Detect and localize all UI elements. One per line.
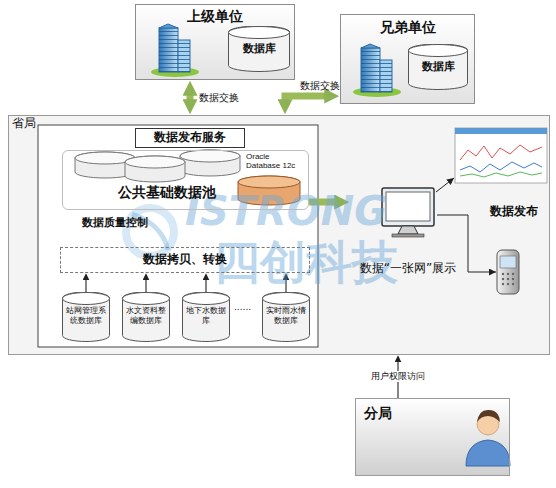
database-cylinder: 水文资料整编数据库 [122,292,170,342]
database-cylinder: 数据库 [408,44,468,90]
database-cylinder: 地下水数据库 [182,292,230,342]
unit-box: 上级单位数据库 [135,4,295,80]
node-label: 上级单位 [187,8,243,24]
node-label: 数据拷贝、转换 [143,253,227,267]
service-box: 数据发布服务 [135,128,245,148]
node-label: 数据发布服务 [154,131,226,145]
edge-label: 用户权限访问 [369,371,427,381]
ellipsis: ...... [234,302,251,312]
edge-label: 数据交换 [199,92,239,104]
flow-arrow [145,280,146,292]
flow-arrow [285,280,286,292]
quality-label: 数据质量控制 [75,214,155,232]
exchange-arrow [309,199,335,206]
unit-box: 兄弟单位数据库 [340,14,475,104]
node-label: 数据库 [422,61,455,74]
node-label: 数据“一张网”展示 [360,262,456,276]
node-label: 数据库 [243,43,276,56]
node-label: 省局 [12,117,36,131]
publish-label: 数据发布 [490,205,538,219]
database-cylinder: 实时雨水情数据库 [262,292,310,342]
node-label: 水文资料整编数据库 [125,306,167,325]
node-label: Oracle Database 12c [246,152,306,170]
data-pool: 公共基础数据池 Oracle Database 12c [62,150,309,210]
copy-convert-box: 数据拷贝、转换 [60,247,310,273]
database-cylinder: 站网管理系统数据库 [62,292,110,342]
edge-label: 数据交换 [300,80,340,92]
node-label: 公共基础数据池 [118,184,216,200]
bureau-region: 省局数据发布服务公共基础数据池 Oracle Database 12c 数据质量控制… [8,115,550,355]
node-label: 数据质量控制 [82,217,148,230]
flow-arrow [205,280,206,292]
flow-arrow [85,280,86,292]
node-label: 分局 [364,405,392,421]
database-cylinder: 数据库 [228,26,290,72]
exchange-arrow [187,95,194,100]
node-label: 地下水数据库 [185,306,227,325]
display-terminal: 数据“一张网”展示 [350,185,466,278]
branch-box: 分局 [355,398,510,476]
exchange-arrow [285,96,325,100]
node-label: 兄弟单位 [380,19,436,35]
node-label: 实时雨水情数据库 [265,306,307,325]
node-label: 站网管理系统数据库 [65,306,107,325]
